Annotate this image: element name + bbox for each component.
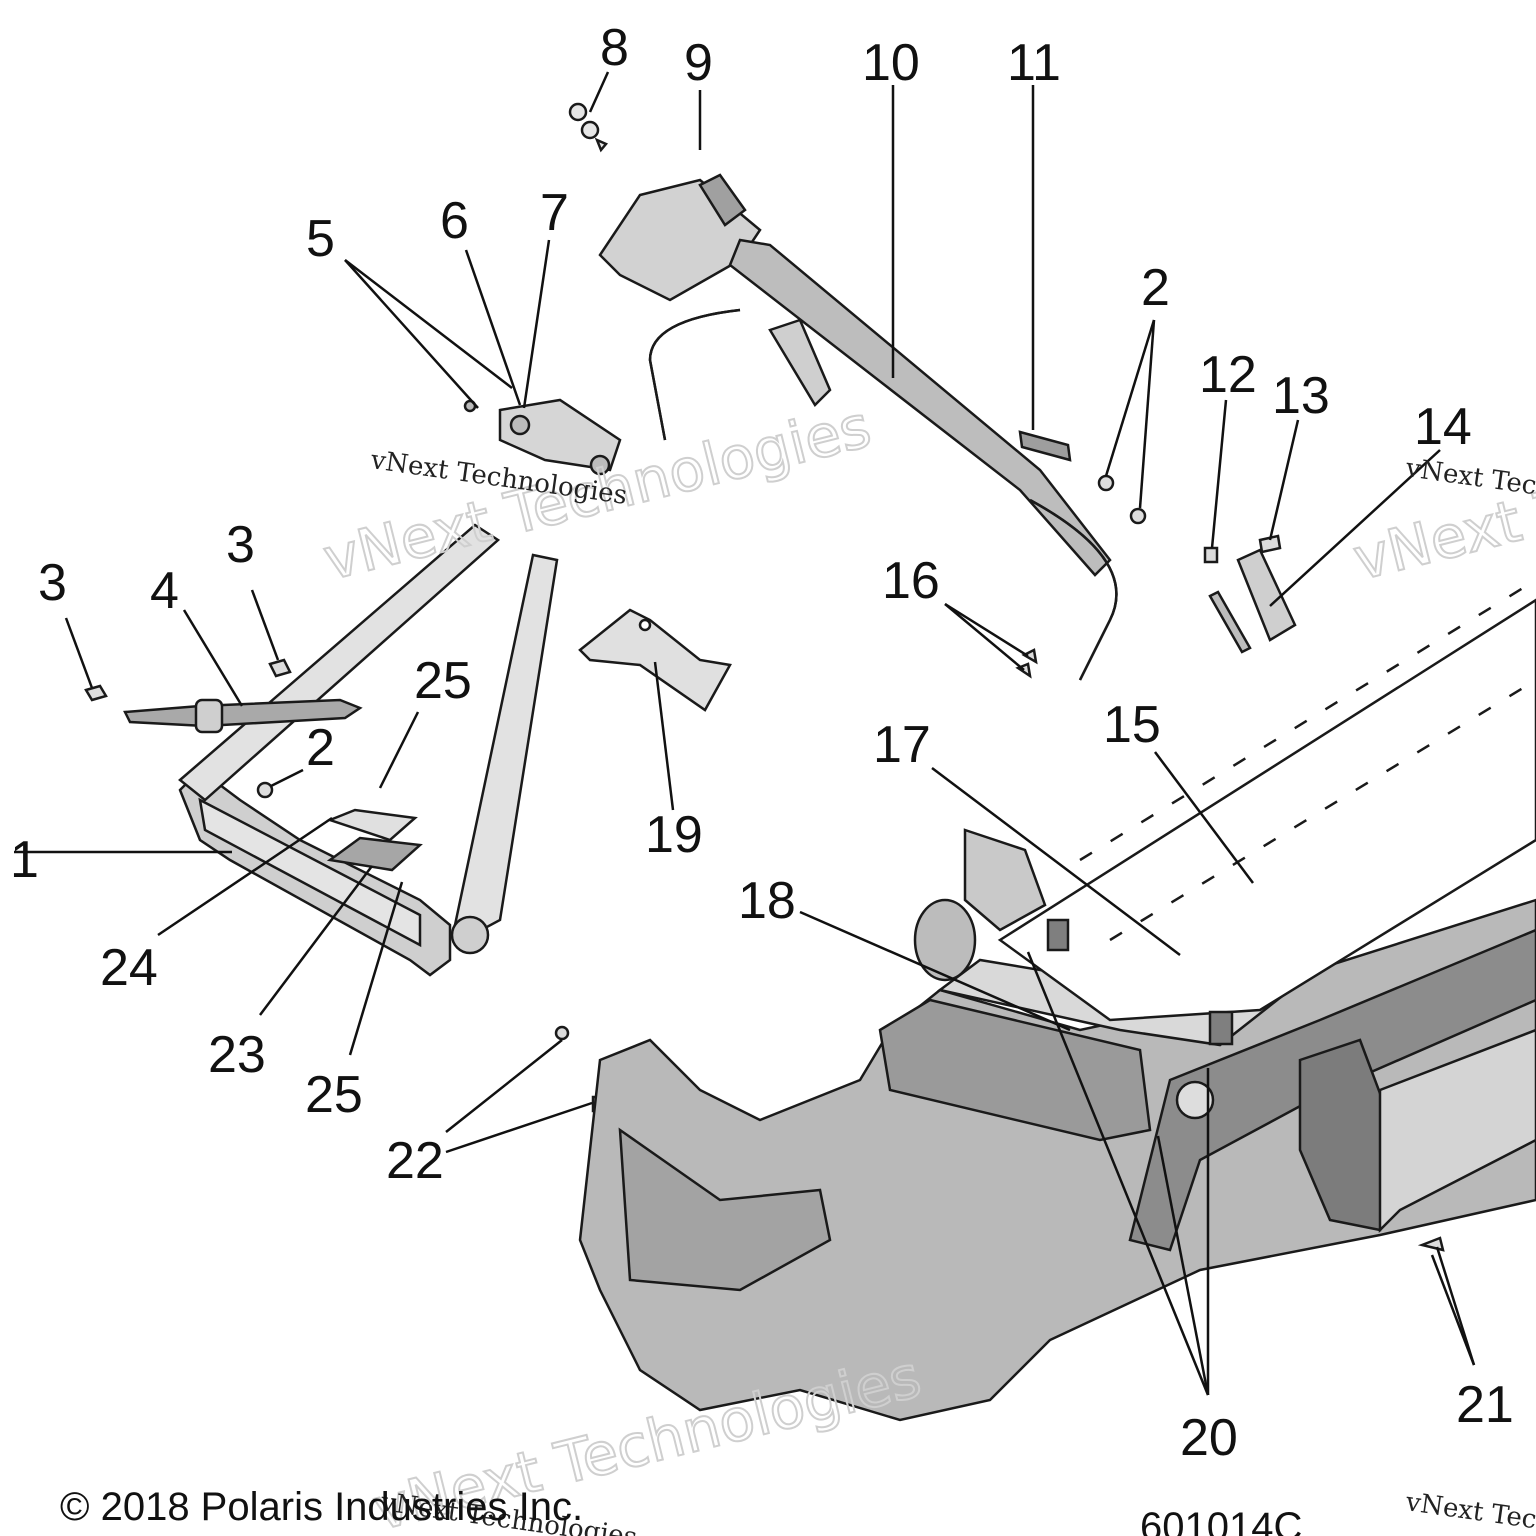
callout-labels: 1 2 2 3 3 4 5 6 7 8 9 10 11 12 13 14 15 …: [10, 19, 1514, 1467]
callout-14: 14: [1414, 398, 1472, 456]
callout-15: 15: [1103, 696, 1161, 754]
callout-18: 18: [738, 872, 796, 930]
callout-17: 17: [873, 716, 931, 774]
copyright-notice: © 2018 Polaris Industries Inc.: [60, 1485, 583, 1529]
callout-3: 3: [226, 516, 255, 574]
part-fasteners-3: [84, 658, 292, 702]
part-bolts-8: [568, 102, 609, 153]
callout-2: 2: [1141, 259, 1170, 317]
part-bracket-18: [913, 828, 1047, 982]
part-running-board: [1378, 1028, 1536, 1234]
part-tunnel-deck: [997, 578, 1536, 1046]
callout-19: 19: [645, 806, 703, 864]
part-right-upright-tube: [450, 553, 559, 955]
part-pin-21: [1417, 1236, 1445, 1252]
callout-9: 9: [684, 34, 713, 92]
callout-22: 22: [386, 1132, 444, 1190]
part-brackets-12-14: [1203, 534, 1297, 654]
callout-1: 1: [10, 831, 39, 889]
callout-7: 7: [540, 184, 569, 242]
callout-20: 20: [1180, 1409, 1238, 1467]
callout-23: 23: [208, 1026, 266, 1084]
part-cross-tube: [123, 698, 363, 734]
part-upper-frame-bar: [598, 173, 1118, 681]
callout-4: 4: [150, 562, 179, 620]
callout-3: 3: [38, 554, 67, 612]
part-pins-22: [554, 1025, 603, 1113]
part-steering-plates: [326, 808, 423, 872]
part-front-cross-frame: [178, 768, 452, 977]
callout-6: 6: [440, 192, 469, 250]
callout-2: 2: [306, 719, 335, 777]
callout-13: 13: [1272, 367, 1330, 425]
part-bracket-19: [578, 608, 732, 712]
callout-21: 21: [1456, 1376, 1514, 1434]
part-left-upright-tube: [178, 523, 501, 802]
part-steering-bracket-cluster: [463, 398, 622, 476]
watermark-small: vNext Technologies: [1403, 1487, 1536, 1536]
callout-5: 5: [306, 210, 335, 268]
callout-25: 25: [414, 652, 472, 710]
callout-10: 10: [862, 34, 920, 92]
callout-25: 25: [305, 1066, 363, 1124]
callout-16: 16: [882, 552, 940, 610]
callout-24: 24: [100, 939, 158, 997]
callout-12: 12: [1199, 346, 1257, 404]
drawing-code: 601014C: [1140, 1505, 1302, 1536]
part-link-11: [1018, 430, 1072, 462]
callout-8: 8: [600, 19, 629, 77]
leader-lines: [14, 71, 1476, 1396]
callout-11: 11: [1007, 34, 1061, 92]
